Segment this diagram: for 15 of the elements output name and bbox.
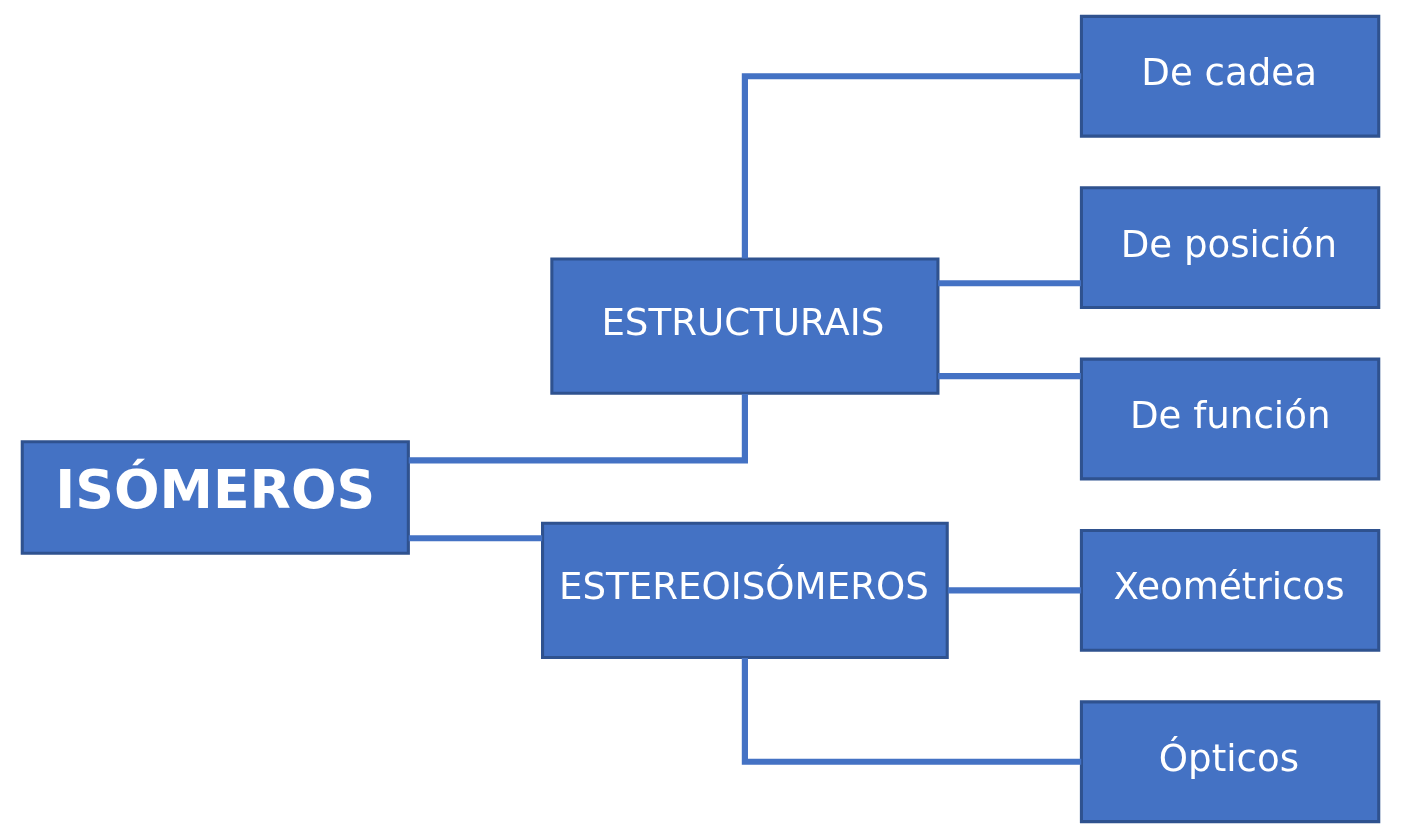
node-box: ESTRUCTURAIS bbox=[550, 257, 940, 395]
node-box: ESTEREOISÓMEROS bbox=[541, 521, 949, 659]
node-box: De posición bbox=[1079, 186, 1381, 310]
connector bbox=[947, 587, 1082, 594]
node-box: De función bbox=[1079, 357, 1381, 481]
connector bbox=[408, 394, 748, 464]
node-box: ISÓMEROS bbox=[20, 440, 410, 555]
connector bbox=[741, 73, 1082, 259]
connector bbox=[938, 373, 1081, 380]
node-box: Ópticos bbox=[1079, 700, 1381, 824]
connector bbox=[408, 535, 543, 542]
connector bbox=[938, 280, 1081, 287]
node-box: De cadea bbox=[1079, 14, 1381, 138]
connector bbox=[741, 658, 1082, 765]
node-box: Xeométricos bbox=[1079, 528, 1381, 652]
